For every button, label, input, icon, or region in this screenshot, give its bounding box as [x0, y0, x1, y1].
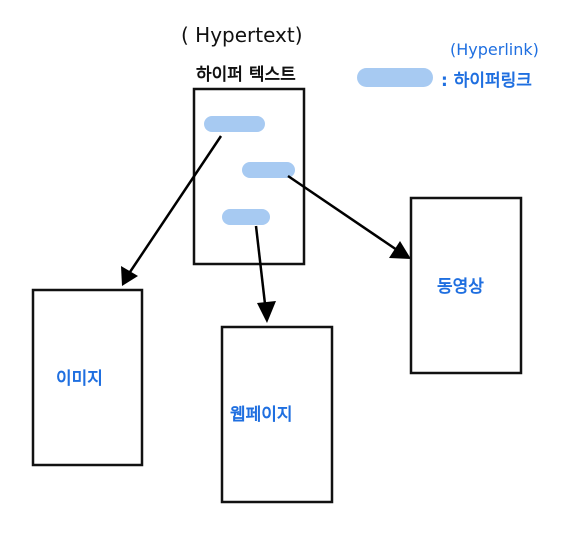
video-box [409, 196, 523, 375]
arrow-to-webpage [254, 225, 276, 323]
webpage-box [220, 325, 334, 504]
arrow-to-image [121, 135, 223, 286]
image-label: 이미지 [56, 369, 103, 389]
hyperlink-to-webpage[interactable] [222, 209, 270, 225]
legend-korean-label: : 하이퍼링크 [441, 71, 532, 91]
image-box [31, 288, 144, 467]
hypertext-english-label: ( Hypertext) [181, 23, 303, 47]
legend-hyperlink-swatch [357, 68, 433, 87]
video-label: 동영상 [437, 277, 484, 297]
webpage-label: 웹페이지 [230, 405, 293, 425]
arrow-to-video [287, 174, 411, 259]
hyperlink-to-image[interactable] [204, 116, 265, 132]
legend-english-label: (Hyperlink) [450, 40, 539, 59]
hyperlink-to-video[interactable] [242, 162, 295, 178]
hypertext-korean-label: 하이퍼 텍스트 [196, 65, 296, 85]
